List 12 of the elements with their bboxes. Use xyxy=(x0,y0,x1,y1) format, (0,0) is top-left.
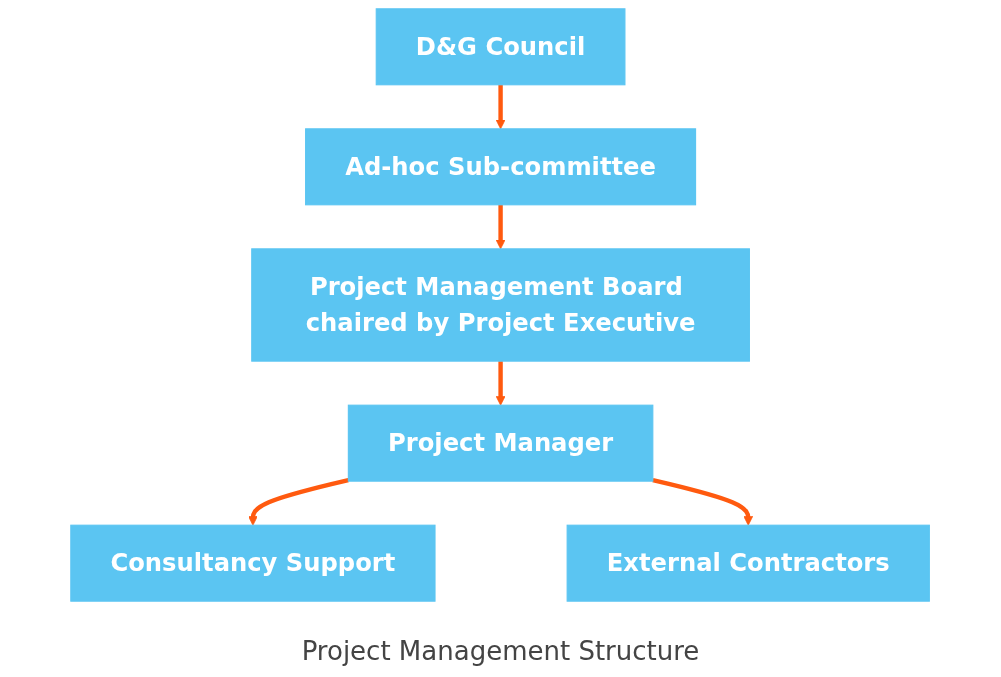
node-box: Ad-hoc Sub-committee xyxy=(305,128,697,206)
arrow xyxy=(496,204,506,250)
node-box: Consultancy Support xyxy=(70,524,436,602)
node-box: Project Management Board chaired by Project Executive xyxy=(251,248,751,362)
arrow xyxy=(652,477,754,526)
node-box: External Contractors xyxy=(567,524,931,602)
arrow xyxy=(496,84,506,130)
caption: Project Management Structure xyxy=(301,636,700,666)
arrow xyxy=(496,361,506,406)
node-box: D&G Council xyxy=(376,8,626,86)
node-box: Project Manager xyxy=(348,404,654,482)
arrow xyxy=(248,477,350,526)
